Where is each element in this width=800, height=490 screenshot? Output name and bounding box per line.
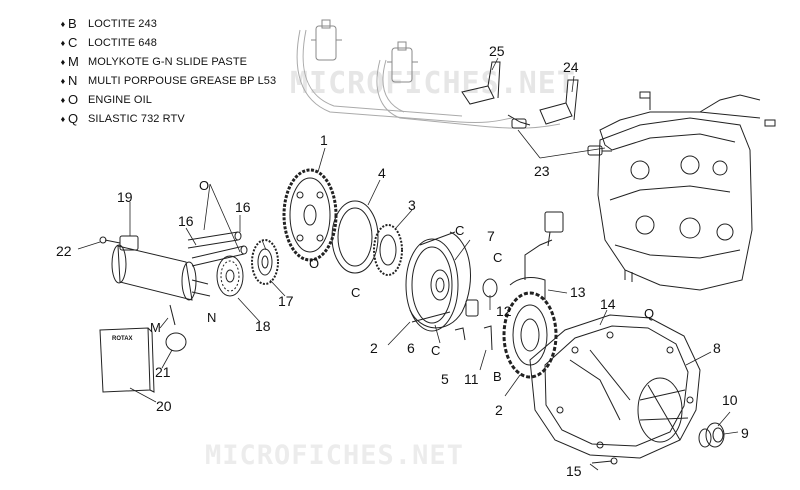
small-parts	[454, 278, 498, 351]
legend-row-n: ♦N MULTI PORPOUSE GREASE BP L53	[58, 71, 276, 90]
legend-row-o: ♦O ENGINE OIL	[58, 90, 276, 109]
callout-13: 13	[570, 284, 586, 300]
symbol-o: O	[309, 256, 319, 271]
ring-4	[331, 200, 379, 274]
callout-10: 10	[722, 392, 738, 408]
callout-numbers: 1 2 2 3 4 5 6 7 8 9 10 11 12 13 14 15 16…	[56, 43, 749, 479]
drop-icon: ♦	[60, 94, 66, 105]
callout-25: 25	[489, 43, 505, 59]
callout-15: 15	[566, 463, 582, 479]
callout-8: 8	[713, 340, 721, 356]
bearing-3	[373, 224, 403, 276]
idler-gear-17	[251, 239, 279, 285]
callout-12: 12	[496, 303, 512, 319]
symbol-c: C	[431, 343, 440, 358]
callout-19: 19	[117, 189, 133, 205]
callout-24: 24	[563, 59, 579, 75]
legend-code: C	[68, 35, 78, 50]
legend-row-m: ♦M MOLYKOTE G-N SLIDE PASTE	[58, 52, 276, 71]
cover-plug-9	[705, 422, 725, 448]
callout-7: 7	[487, 228, 495, 244]
callout-11: 11	[464, 371, 479, 387]
screw-15-head	[610, 457, 618, 465]
callout-22: 22	[56, 243, 72, 259]
callout-21: 21	[155, 364, 171, 380]
callout-5: 5	[441, 371, 449, 387]
leader-lines	[77, 57, 739, 471]
gear-pins-16	[187, 231, 248, 267]
drop-icon: ♦	[60, 56, 66, 67]
symbol-c: C	[351, 285, 360, 300]
legend-row-q: ♦Q SILASTIC 732 RTV	[58, 109, 276, 128]
alternator-cover	[529, 314, 701, 459]
callout-14: 14	[600, 296, 616, 312]
symbol-c: C	[493, 250, 502, 265]
watermark-top: MICROFICHES.NET	[290, 66, 576, 101]
legend-code: M	[68, 54, 79, 69]
watermark-bottom: MICROFICHES.NET	[205, 440, 464, 471]
drop-icon: ♦	[60, 113, 66, 124]
o-ring-10	[698, 428, 712, 448]
drop-icon: ♦	[60, 37, 66, 48]
stator	[502, 211, 564, 379]
owners-manual-20	[99, 327, 155, 393]
legend-code: B	[68, 16, 77, 31]
callout-3: 3	[408, 197, 416, 213]
callout-6: 6	[407, 340, 415, 356]
flywheel-gear-1	[282, 168, 338, 262]
callout-23: 23	[534, 163, 550, 179]
legend-text: MULTI PORPOUSE GREASE BP L53	[88, 74, 277, 87]
legend-code: Q	[68, 111, 79, 126]
symbol-m: M	[150, 320, 161, 335]
legend-row-c: ♦C LOCTITE 648	[58, 33, 276, 52]
symbol-q: Q	[644, 306, 654, 321]
symbol-o: O	[199, 178, 209, 193]
callout-17: 17	[278, 293, 294, 309]
callout-16: 16	[235, 199, 251, 215]
legend-row-b: ♦B LOCTITE 243	[58, 14, 276, 33]
callout-20: 20	[156, 398, 172, 414]
legend-text: ENGINE OIL	[88, 93, 152, 106]
legend-code: O	[68, 92, 79, 107]
symbol-c: C	[455, 223, 464, 238]
legend-code: N	[68, 73, 78, 88]
manual-label: ROTAX	[112, 336, 133, 342]
rotor-flywheel-2	[405, 231, 471, 332]
callout-16: 16	[178, 213, 194, 229]
callout-2: 2	[495, 402, 503, 418]
legend-text: MOLYKOTE G-N SLIDE PASTE	[88, 55, 248, 68]
ignition-coils	[296, 19, 561, 129]
symbol-n: N	[207, 310, 216, 325]
screw-15	[591, 460, 613, 464]
legend-text: LOCTITE 648	[88, 36, 157, 49]
legend-text: SILASTIC 732 RTV	[88, 112, 185, 125]
cylinder-head	[597, 91, 776, 291]
callout-1: 1	[320, 132, 328, 148]
callout-9: 9	[741, 425, 749, 441]
lubricant-symbols: O O C C C C M N B Q	[150, 178, 654, 384]
drop-icon: ♦	[60, 18, 66, 29]
symbol-b: B	[493, 369, 502, 384]
callout-2: 2	[370, 340, 378, 356]
idler-gear-18	[216, 255, 244, 297]
legend-text: LOCTITE 243	[88, 17, 157, 30]
callout-18: 18	[255, 318, 271, 334]
callout-4: 4	[378, 165, 386, 181]
starter-motor	[99, 235, 211, 352]
drop-icon: ♦	[60, 75, 66, 86]
